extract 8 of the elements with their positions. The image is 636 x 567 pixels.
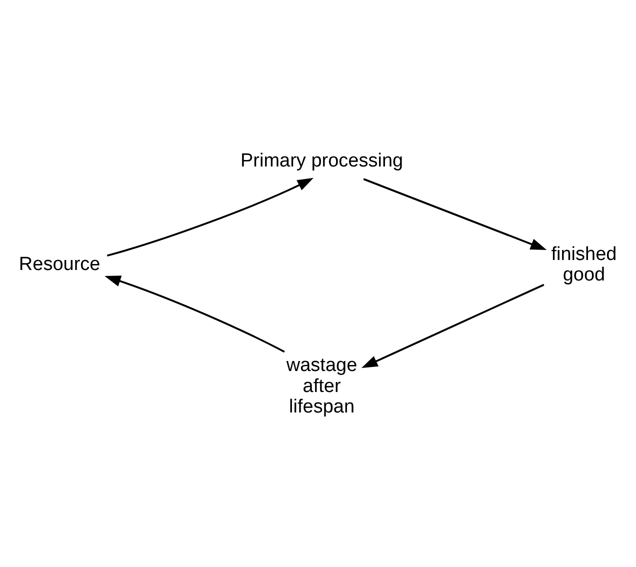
node-text: finished good — [551, 244, 617, 286]
node-text: Resource — [18, 254, 100, 276]
node-text: Primary processing — [240, 150, 404, 172]
arrow — [363, 178, 547, 250]
arrow — [361, 284, 544, 368]
node-text: wastage after lifespan — [286, 354, 358, 418]
arrow — [106, 178, 314, 257]
arrow — [104, 276, 285, 353]
